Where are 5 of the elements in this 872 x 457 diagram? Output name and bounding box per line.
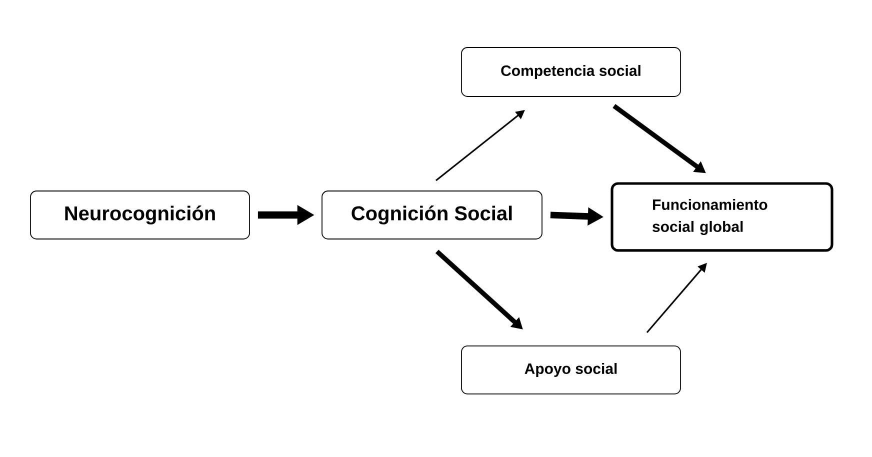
process-box: Funcionamiento social global bbox=[610, 182, 834, 252]
process-box: Cognición Social bbox=[322, 190, 542, 240]
process-box: Apoyo social bbox=[461, 346, 681, 394]
process-box: Competencia social bbox=[461, 47, 681, 97]
process-box: Neurocognición bbox=[30, 190, 250, 240]
